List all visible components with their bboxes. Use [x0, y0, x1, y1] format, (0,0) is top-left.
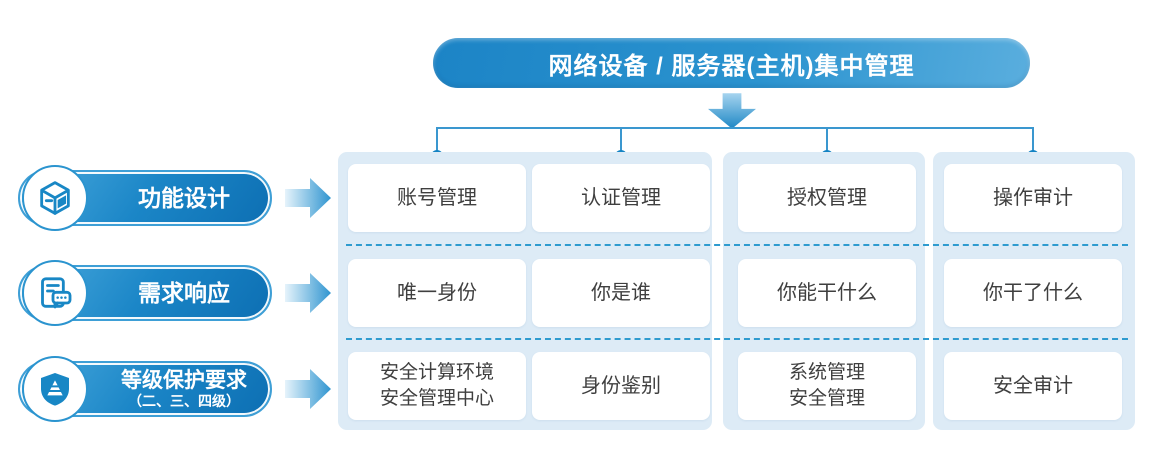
pill-level-protection-label: 等级保护要求	[121, 369, 247, 392]
card-authentication-management: 认证管理	[532, 164, 710, 232]
banner-title: 网络设备 / 服务器(主机)集中管理	[433, 38, 1030, 88]
arrow-right-icon-2	[285, 273, 331, 313]
cube-icon	[22, 165, 88, 231]
card-security-audit: 安全审计	[944, 352, 1122, 420]
card-system-security-management: 系统管理 安全管理	[738, 352, 916, 420]
arrow-right-icon-3	[285, 369, 331, 409]
card-account-management: 账号管理	[348, 164, 526, 232]
pill-function-design-label: 功能设计	[138, 185, 230, 211]
dashed-separator-1	[346, 244, 1128, 246]
card-what-can-you-do: 你能干什么	[738, 259, 916, 327]
connector-drop-4	[1032, 127, 1034, 155]
card-secure-computing-env: 安全计算环境 安全管理中心	[348, 352, 526, 420]
dashed-separator-2	[346, 338, 1128, 340]
connector-horizontal-line	[437, 127, 1034, 129]
connector-drop-1	[436, 127, 438, 155]
card-what-did-you-do: 你干了什么	[944, 259, 1122, 327]
arrow-down-icon	[708, 93, 756, 129]
pill-level-protection-sublabel: （二、三、四级）	[128, 393, 240, 409]
card-authorization-management: 授权管理	[738, 164, 916, 232]
document-chat-icon	[22, 260, 88, 326]
card-unique-identity: 唯一身份	[348, 259, 526, 327]
arrow-right-icon-1	[285, 178, 331, 218]
connector-drop-2	[620, 127, 622, 155]
pill-demand-response-label: 需求响应	[138, 280, 230, 306]
card-who-are-you: 你是谁	[532, 259, 710, 327]
connector-drop-3	[826, 127, 828, 155]
card-operation-audit: 操作审计	[944, 164, 1122, 232]
shield-icon	[22, 356, 88, 422]
card-identity-verification: 身份鉴别	[532, 352, 710, 420]
